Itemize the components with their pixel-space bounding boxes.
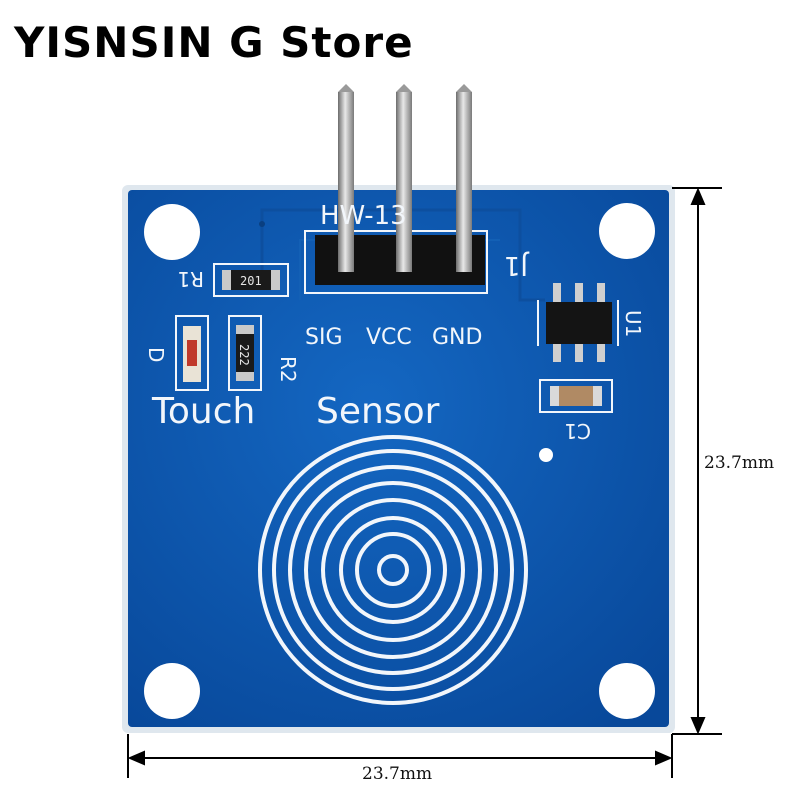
r2-cap-bottom [236,372,254,381]
header-j1-label: J1 [504,250,530,280]
header-pin-sig [338,92,354,272]
pin-label-sig: SIG [305,325,343,350]
ic-legs-top-1 [553,283,561,305]
dimension-width [127,734,673,778]
board-model-label: HW-13 [320,201,407,231]
pin-tip-vcc [396,84,412,92]
cap-label: C1 [564,419,591,443]
mounting-hole-tr [599,203,655,259]
header-pin-vcc [396,92,412,272]
r2-label: R2 [276,356,300,383]
width-dimension-label: 23.7mm [362,764,433,784]
c1-cap-right [593,386,602,406]
touch-pad [258,435,528,705]
board-title-sensor: Sensor [316,391,440,432]
r1-body [222,270,280,290]
ic-legs-bot-1 [553,340,561,362]
r1-cap-left [222,270,231,290]
r2-cap-top [236,325,254,334]
ic-legs-top-2 [575,283,583,305]
r1-label: R1 [177,267,204,291]
r1-cap-right [271,270,280,290]
dimension-height [672,187,722,735]
ic-legs-bot-2 [575,340,583,362]
pin-tip-sig [338,84,354,92]
via-hole [539,448,553,462]
ic-legs-top-3 [597,283,605,305]
mounting-hole-br [599,663,655,719]
led-label: D [144,347,168,362]
r2-value: 222 [237,344,251,366]
r1-value: 201 [240,274,262,288]
c1-body [550,386,602,406]
ic-body [546,302,612,344]
r2-body [236,325,254,381]
r2-silk-box [228,315,262,391]
ic-legs-bot-3 [597,340,605,362]
via-small [259,221,265,227]
board-title-touch: Touch [151,391,255,432]
pin-label-vcc: VCC [366,325,412,350]
led-silk-box [175,315,209,391]
store-watermark: YISNSIN G Store [14,18,414,67]
c1-cap-left [550,386,559,406]
pcb-trace [260,208,545,302]
pin-tip-gnd [456,84,472,92]
height-dimension-label: 23.7mm [704,453,775,473]
ic-label: U1 [621,310,645,337]
mounting-hole-bl [144,663,200,719]
pin-label-gnd: GND [432,325,482,350]
mounting-hole-tl [144,204,200,260]
c1-silk-box [539,379,613,413]
header-pin-gnd [456,92,472,272]
r1-silk-box [213,263,289,297]
led-lens [187,340,197,366]
